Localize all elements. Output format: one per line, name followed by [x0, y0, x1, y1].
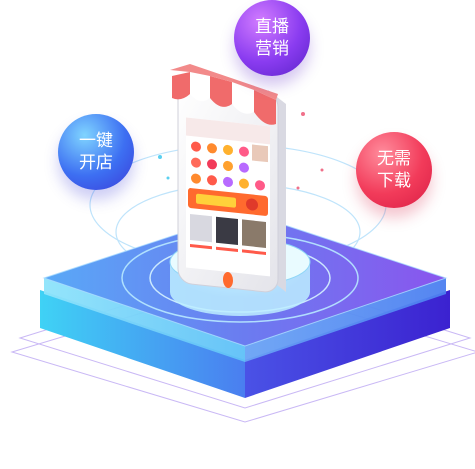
badge-text-line1: 无需 — [377, 149, 411, 169]
badge-text-line1: 一键 — [79, 131, 113, 151]
slab-right — [245, 278, 446, 362]
badge-text-line2: 下载 — [377, 171, 411, 191]
badge-text-line1: 直播 — [255, 17, 289, 37]
sparkles — [158, 112, 324, 190]
no-download-badge: 无需 下载 — [356, 132, 432, 208]
awning — [170, 64, 278, 125]
home-button — [223, 271, 233, 288]
badge-text-line2: 营销 — [255, 39, 289, 59]
badge-text-line2: 开店 — [79, 153, 113, 173]
live-marketing-badge: 直播 营销 — [234, 0, 310, 76]
platform-right-side — [245, 290, 450, 398]
app-icon-grid — [191, 141, 268, 191]
phone-screen — [186, 117, 270, 288]
phone — [170, 64, 286, 293]
platform-left-side — [40, 290, 245, 398]
slab-left — [44, 278, 245, 362]
product-tiles — [190, 213, 266, 255]
one-click-shop-badge: 一键 开店 — [58, 114, 134, 190]
